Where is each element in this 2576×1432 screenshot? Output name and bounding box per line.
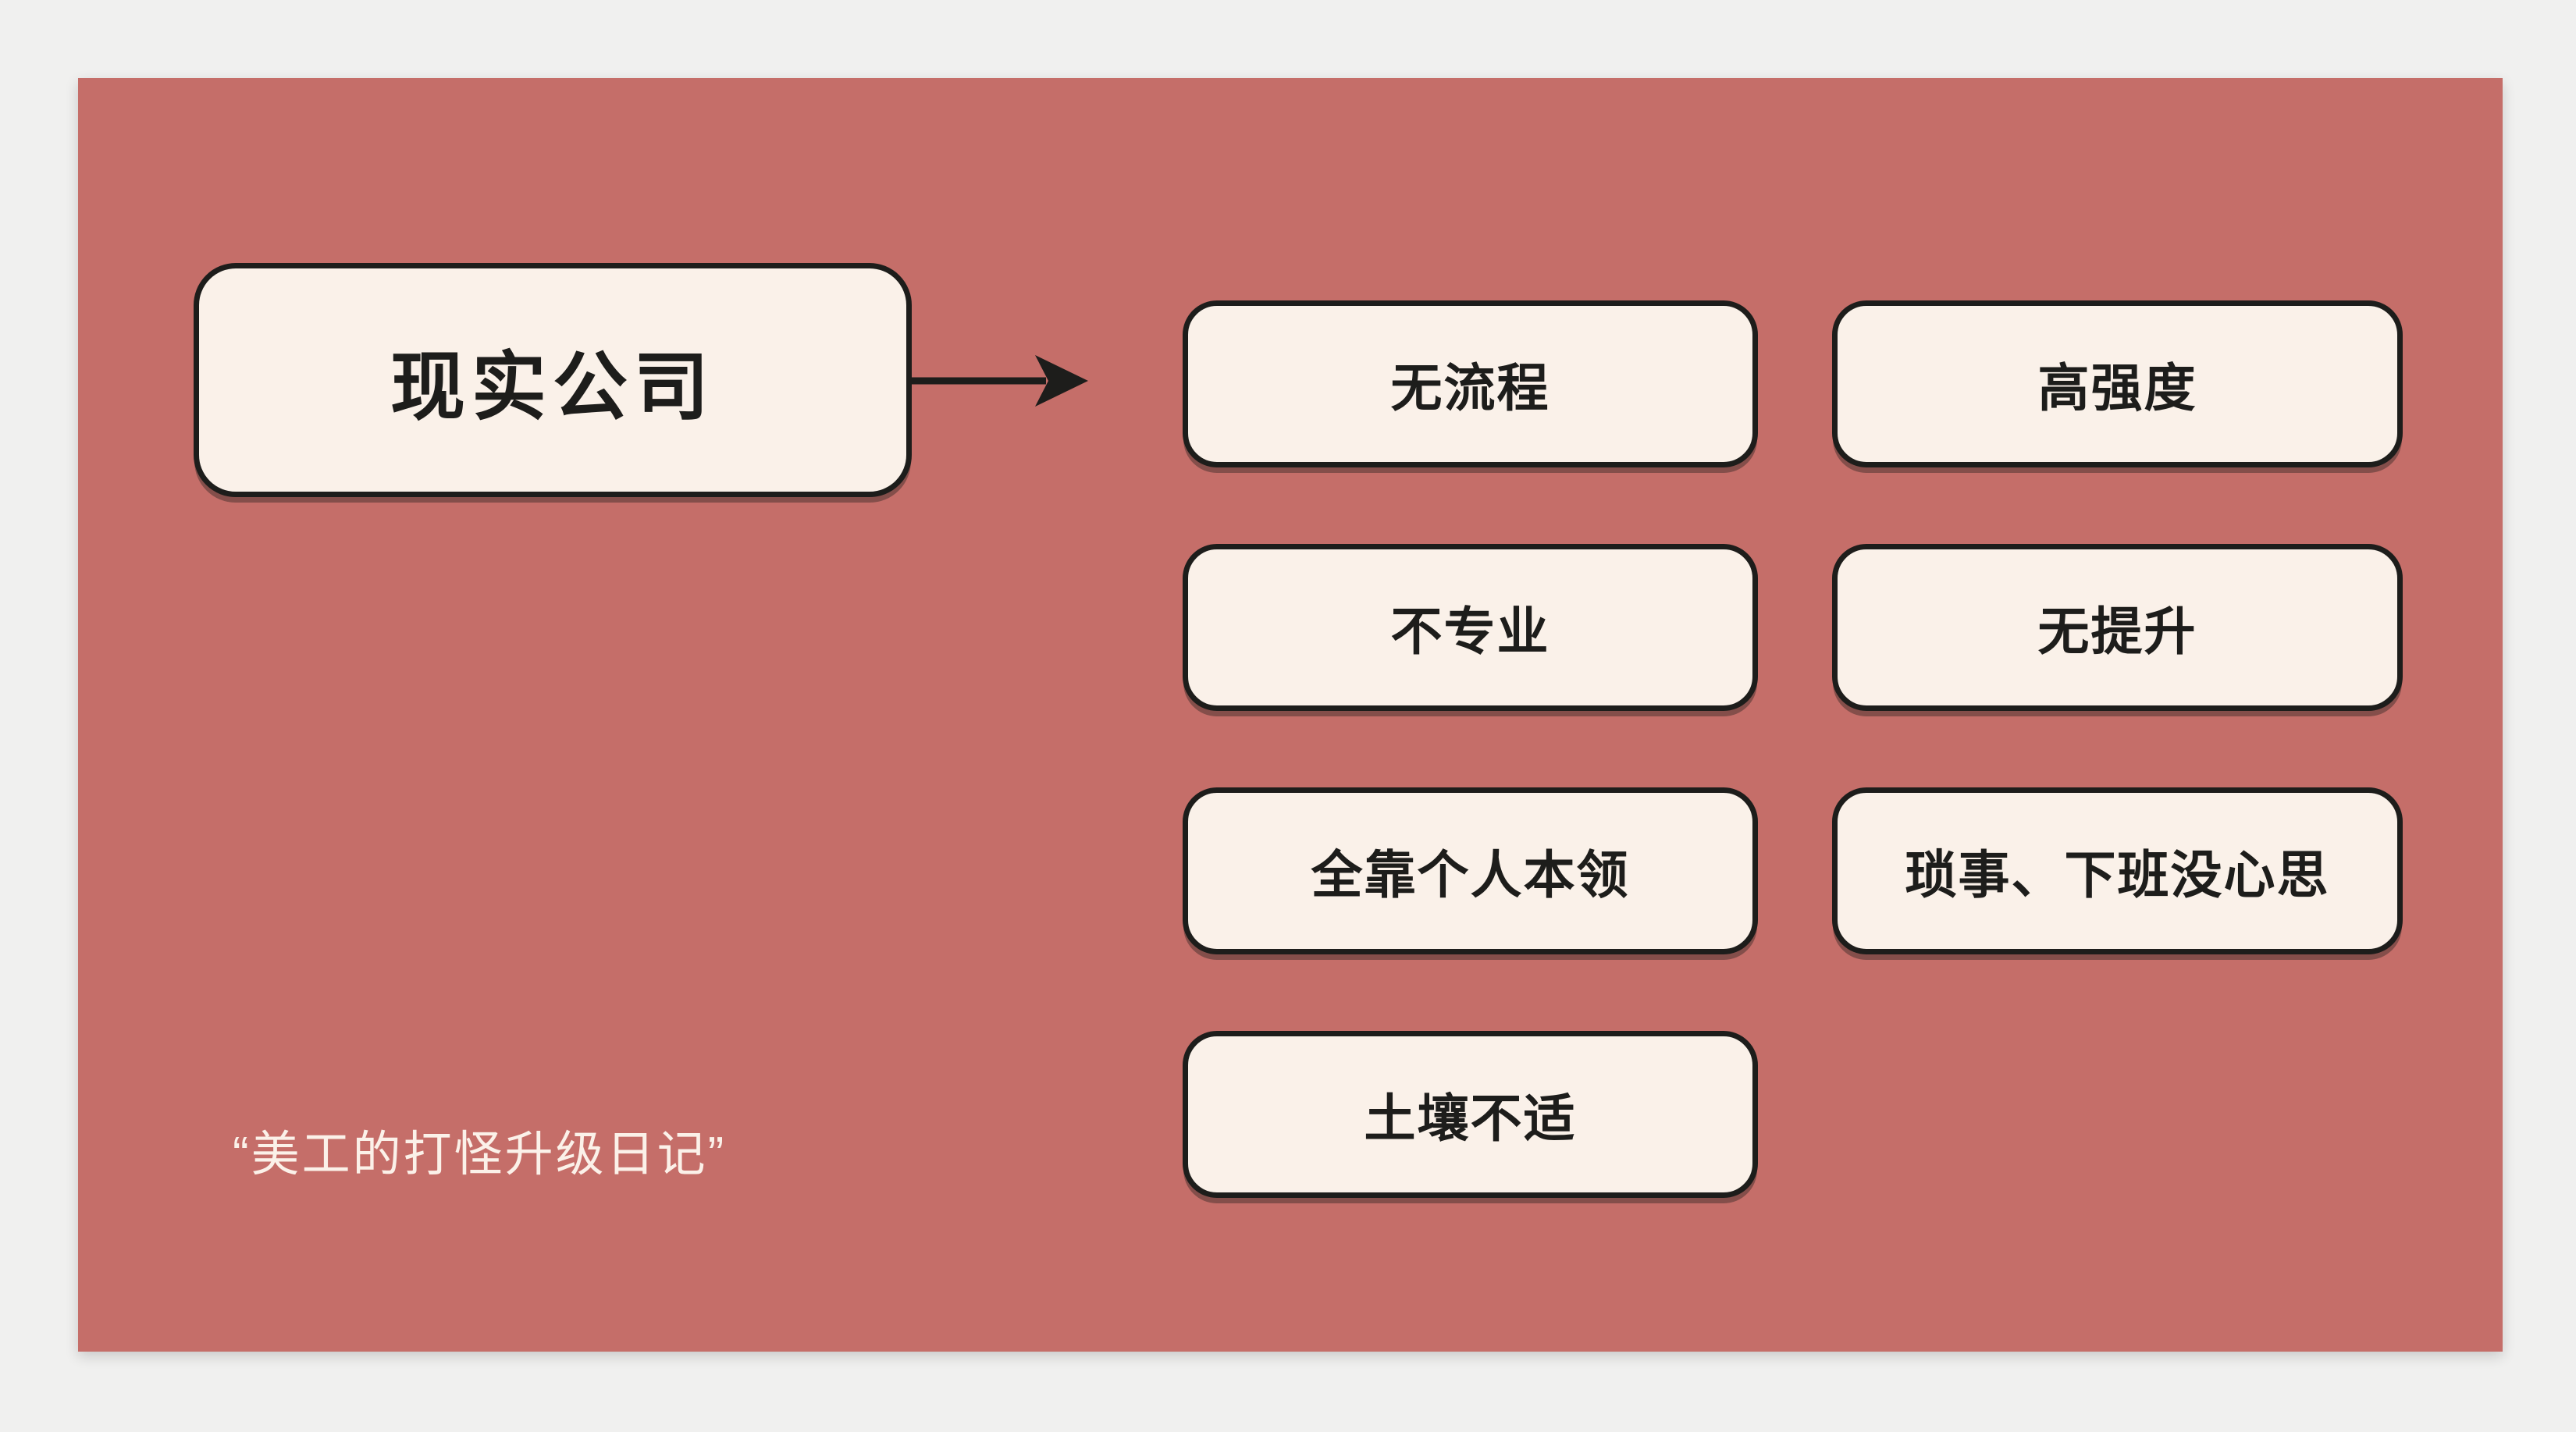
caption-text: “美工的打怪升级日记” [233, 1128, 727, 1181]
branch-node-label: 不专业 [1390, 602, 1550, 660]
branch-node-label: 无提升 [2037, 602, 2197, 660]
branch-node-chores-no-mood: 琐事、下班没心思 [1832, 787, 2403, 954]
branch-node-high-intensity: 高强度 [1832, 300, 2403, 467]
branch-node-label: 无流程 [1390, 359, 1550, 417]
branch-node-label: 全靠个人本领 [1311, 846, 1630, 904]
branch-node-no-improvement: 无提升 [1832, 544, 2403, 711]
branch-node-label: 土壤不适 [1364, 1089, 1577, 1147]
branch-node-no-process: 无流程 [1183, 300, 1758, 467]
connector-arrow-icon [910, 355, 1088, 407]
branch-node-personal-skill: 全靠个人本领 [1183, 787, 1758, 954]
branch-node-unprofessional: 不专业 [1183, 544, 1758, 711]
root-node-label: 现实公司 [390, 345, 715, 429]
branch-node-label: 高强度 [2037, 359, 2197, 417]
branch-node-unsuitable-soil: 土壤不适 [1183, 1031, 1758, 1198]
branch-node-label: 琐事、下班没心思 [1905, 846, 2330, 904]
root-node-reality-company: 现实公司 [194, 263, 912, 497]
